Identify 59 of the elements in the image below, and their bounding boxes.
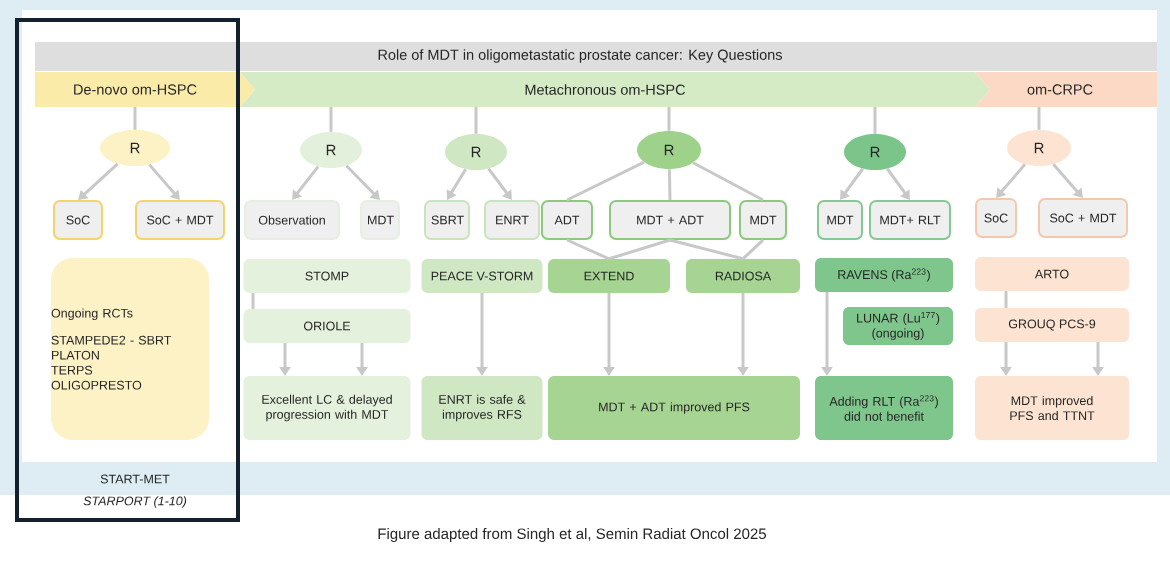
connector-line — [251, 293, 255, 309]
connector-line — [1004, 291, 1008, 308]
connector-line — [667, 107, 671, 131]
connector-line — [873, 107, 877, 134]
trial-list-box: Ongoing RCTs STAMPEDE2 - SBRT PLATON TERPS OLIGOPRESTO — [51, 258, 209, 440]
connector-line — [742, 238, 765, 260]
arm-box: SoC + MDT — [1038, 198, 1128, 238]
trial-box: Adding RLT (Ra$^{223}$) did not benefit — [815, 376, 953, 440]
trial-box: PEACE V-STORM — [421, 259, 543, 293]
trial-box: ENRT is safe & improves RFS — [421, 376, 543, 440]
arrow — [78, 162, 119, 200]
arm-box: MDT + ADT — [609, 200, 731, 240]
arm-box: SoC — [53, 200, 103, 240]
arrow — [345, 164, 380, 200]
connector-line — [566, 160, 645, 202]
connector-line — [1037, 107, 1041, 130]
connector-line — [133, 107, 137, 130]
arm-box: SoC — [975, 198, 1017, 238]
trial-box: GROUQ PCS-9 — [975, 308, 1129, 342]
arm-box: MDT+ RLT — [869, 200, 951, 240]
arm-box: Observation — [244, 200, 340, 240]
trial-name: STARPORT (1-10) — [83, 496, 187, 508]
trial-box: RAVENS (Ra$^{223}$) — [815, 258, 953, 292]
arrow — [148, 163, 180, 200]
arm-box: SBRT — [424, 200, 470, 240]
trial-box: LUNAR (Lu$^{177}$) (ongoing) — [843, 307, 953, 345]
arrow — [996, 163, 1027, 198]
arrow — [886, 167, 910, 200]
stage-banner: Metachronous om-HSPC — [240, 72, 990, 107]
stage-banner: De-novo om-HSPC — [35, 72, 255, 107]
arrow — [1052, 163, 1083, 198]
connector-line — [608, 238, 671, 261]
arrow — [840, 167, 864, 200]
trial-box: MDT improved PFS and TTNT — [975, 376, 1129, 440]
trial-box: MDT + ADT improved PFS — [548, 376, 800, 440]
trial-name: START-MET — [100, 474, 170, 484]
title-bar: Role of MDT in oligometastatic prostate cancer: Key Questions — [35, 42, 1157, 71]
connector-line — [667, 169, 672, 201]
trial-box: RADIOSA — [686, 259, 800, 293]
arrow — [292, 165, 320, 200]
stage-banner: om-CRPC — [975, 72, 1157, 107]
connector-line — [329, 107, 333, 132]
arm-box: MDT — [739, 200, 787, 240]
arm-box: SoC + MDT — [135, 200, 225, 240]
arrow — [487, 167, 512, 200]
caption: Figure adapted from Singh et al, Semin Radiat Oncol 2025 — [378, 528, 766, 542]
trial-box: ORIOLE — [243, 309, 411, 343]
connector-line — [474, 107, 478, 134]
arm-box: MDT — [360, 200, 400, 240]
trial-box: Excellent LC & delayed progression with MDT — [243, 376, 411, 440]
connector-line — [669, 238, 744, 261]
arm-box: MDT — [817, 200, 863, 240]
arrow — [446, 168, 467, 200]
trial-box: STOMP — [243, 259, 411, 293]
trial-box: EXTEND — [548, 259, 670, 293]
connector-line — [692, 161, 764, 202]
trial-box: ARTO — [975, 257, 1129, 291]
arm-box: ADT — [541, 200, 593, 240]
arm-box: ENRT — [484, 200, 540, 240]
